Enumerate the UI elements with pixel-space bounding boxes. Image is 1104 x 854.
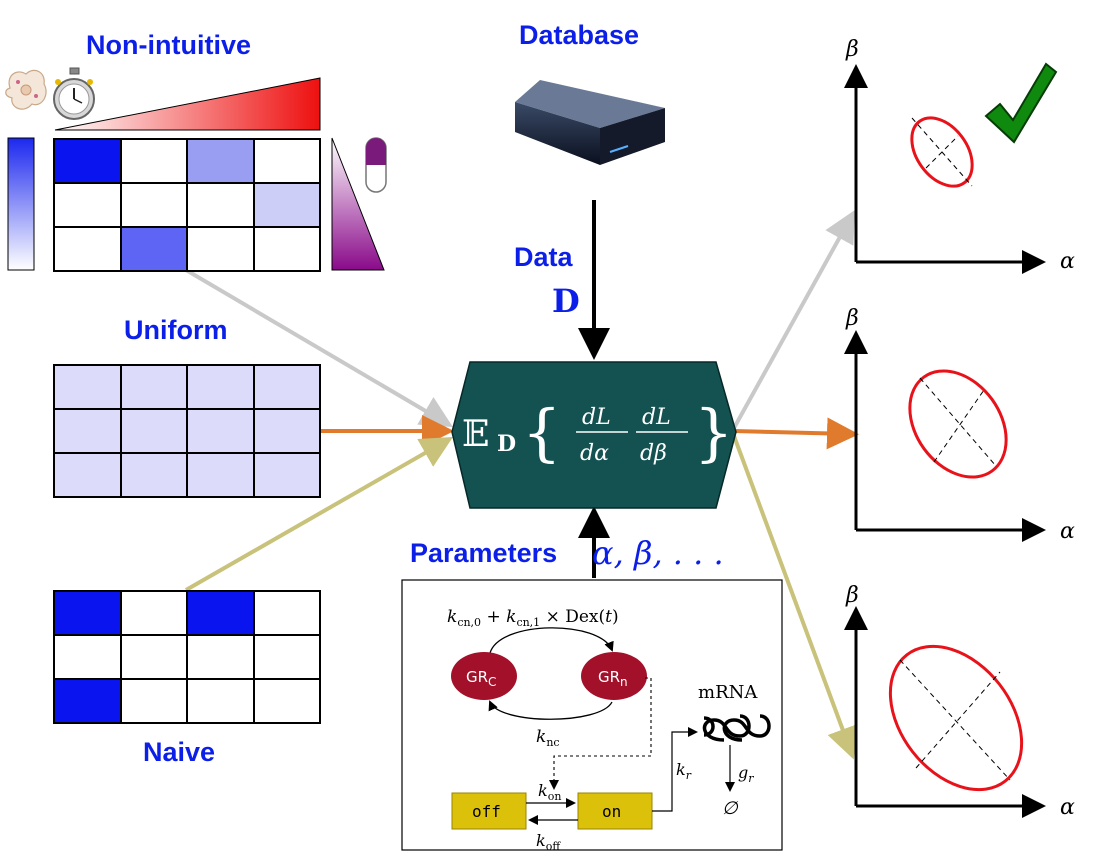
design-cell bbox=[253, 139, 320, 183]
d-beta-denominator: dβ bbox=[640, 441, 667, 466]
design-cell bbox=[54, 409, 121, 453]
design-cell bbox=[54, 227, 121, 271]
time-gradient-wedge bbox=[54, 77, 321, 131]
design-cell bbox=[187, 591, 254, 635]
database-title: Database bbox=[519, 20, 640, 50]
design-cell bbox=[187, 679, 254, 723]
design-cell bbox=[253, 591, 320, 635]
gene-model-inset: kcn,0 + kcn,1 × Dex(t) GRC GRn knc off o… bbox=[401, 579, 783, 853]
design-grid-uniform bbox=[53, 364, 321, 498]
arrow-naive-in bbox=[185, 437, 453, 592]
design-cell bbox=[120, 409, 187, 453]
design-cell bbox=[120, 679, 187, 723]
x-axis-label: α bbox=[1060, 249, 1075, 274]
arrow-non-intuitive-in bbox=[184, 268, 453, 428]
parameters-label: Parameters bbox=[410, 538, 558, 568]
expectation-symbol: 𝔼 bbox=[462, 414, 489, 455]
x-axis-label: α bbox=[1060, 795, 1075, 820]
fisher-information-box bbox=[451, 361, 737, 509]
plot-non-intuitive bbox=[844, 64, 1046, 274]
design-cell bbox=[253, 365, 320, 409]
design-cell bbox=[253, 183, 320, 227]
stopwatch-icon bbox=[53, 67, 95, 120]
design-cell bbox=[120, 635, 187, 679]
data-symbol: D bbox=[552, 282, 580, 320]
non-intuitive-title: Non-intuitive bbox=[86, 30, 251, 60]
checkmark-icon bbox=[984, 62, 1058, 144]
fisher-formula: 𝔼 D { dL dα dL dβ } bbox=[462, 396, 733, 469]
design-grid-non-intuitive bbox=[53, 138, 321, 272]
design-cell bbox=[120, 227, 187, 271]
design-cell bbox=[187, 365, 254, 409]
d-alpha-denominator: dα bbox=[580, 441, 609, 466]
dose-gradient-wedge bbox=[331, 137, 385, 271]
null-set-symbol: ∅ bbox=[722, 798, 739, 819]
design-cell bbox=[253, 227, 320, 271]
pill-icon bbox=[365, 137, 387, 193]
design-cell bbox=[187, 139, 254, 183]
design-cell bbox=[120, 139, 187, 183]
right-brace: } bbox=[694, 396, 733, 469]
design-cell bbox=[120, 183, 187, 227]
server-icon bbox=[515, 80, 665, 165]
uniform-title: Uniform bbox=[124, 315, 228, 345]
design-cell bbox=[187, 227, 254, 271]
design-grid-naive bbox=[53, 590, 321, 724]
design-cell bbox=[187, 635, 254, 679]
design-cell bbox=[54, 591, 121, 635]
design-cell bbox=[54, 139, 121, 183]
confidence-ellipse bbox=[908, 369, 1008, 479]
gene-off-box bbox=[451, 792, 527, 830]
arrow-uniform-out bbox=[733, 417, 859, 450]
dl-numerator-2: dL bbox=[642, 405, 671, 430]
plot-uniform bbox=[844, 330, 1046, 542]
gr-cytoplasm-node bbox=[451, 652, 517, 700]
design-cell bbox=[187, 183, 254, 227]
design-cell bbox=[120, 591, 187, 635]
arrow-naive-out bbox=[732, 435, 858, 760]
left-brace: { bbox=[522, 396, 561, 469]
design-cell bbox=[253, 679, 320, 723]
naive-title: Naive bbox=[143, 737, 216, 767]
mrna-squiggle bbox=[702, 714, 771, 742]
design-cell bbox=[253, 409, 320, 453]
arrow-non-intuitive-out bbox=[732, 210, 855, 429]
design-cell bbox=[253, 635, 320, 679]
svg-text:off: off bbox=[472, 802, 501, 821]
rate-cn-label: kcn,0 + kcn,1 × Dex(t) bbox=[447, 607, 619, 629]
design-cell bbox=[187, 453, 254, 497]
design-cell bbox=[253, 453, 320, 497]
design-cell bbox=[187, 409, 254, 453]
y-axis-label: β bbox=[845, 37, 859, 62]
confidence-ellipse bbox=[888, 644, 1024, 792]
y-axis-label: β bbox=[845, 306, 859, 331]
design-cell bbox=[54, 679, 121, 723]
data-label: Data bbox=[514, 242, 573, 272]
design-cell bbox=[54, 635, 121, 679]
x-axis-label: α bbox=[1060, 519, 1075, 544]
gr-nucleus-node bbox=[581, 652, 647, 700]
parameters-symbols: α, β, . . . bbox=[592, 534, 724, 572]
dl-numerator-1: dL bbox=[582, 405, 611, 430]
mrna-label: mRNA bbox=[698, 682, 758, 703]
plot-naive bbox=[844, 606, 1046, 818]
y-axis-label: β bbox=[845, 583, 859, 608]
cell-icon bbox=[5, 69, 47, 110]
concentration-gradient-bar bbox=[7, 137, 35, 271]
design-cell bbox=[54, 453, 121, 497]
expectation-subscript: D bbox=[497, 431, 516, 457]
confidence-ellipse bbox=[910, 116, 974, 188]
design-cell bbox=[54, 183, 121, 227]
svg-text:on: on bbox=[602, 802, 621, 821]
design-cell bbox=[120, 365, 187, 409]
design-cell bbox=[120, 453, 187, 497]
design-cell bbox=[54, 365, 121, 409]
